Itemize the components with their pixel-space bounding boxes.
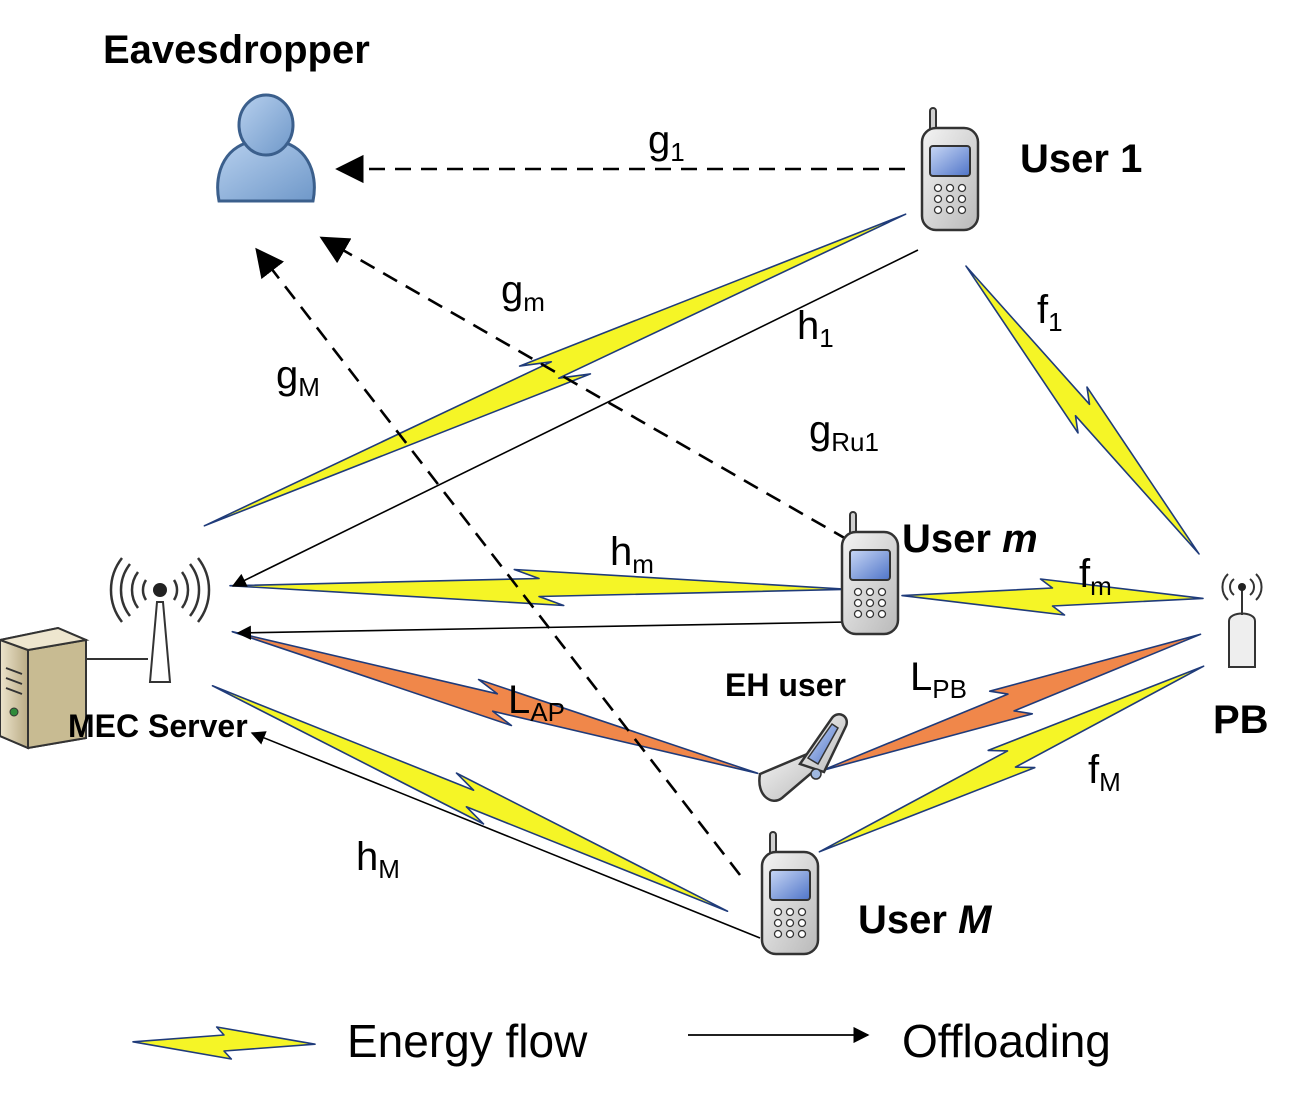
channel-label-g1: g1: [648, 118, 685, 167]
channel-label-f1: f1: [1037, 288, 1063, 337]
channel-labels: g1 gm gM gRu1 h1 hm hM f1 fm fM LAP LPB: [276, 118, 1121, 884]
eavesdropper-label: Eavesdropper: [103, 28, 370, 72]
antenna-icon: [109, 557, 211, 683]
energy-bolt-ap-to-eh: [231, 630, 759, 775]
userM-label: User M: [858, 898, 993, 942]
legend-energy-bolt-shape: [132, 1026, 316, 1060]
eh-user-label: EH user: [725, 667, 846, 703]
energy-bolt-user1-to-ap: [203, 213, 907, 527]
channel-label-gRu1: gRu1: [809, 408, 879, 457]
mobile-phone-icon: [840, 511, 900, 636]
energy-bolt-userm-to-ap: [229, 568, 849, 607]
offloading-links: [231, 249, 919, 939]
energy-flow-links: [203, 213, 1205, 912]
energy-bolt-userm-to-pb: [901, 578, 1204, 616]
energy-bolt-userM-to-ap: [211, 685, 729, 912]
channel-label-fm: fm: [1079, 552, 1112, 601]
channel-label-fM: fM: [1088, 748, 1121, 797]
channel-label-LPB: LPB: [910, 655, 967, 704]
offload-arrow-userm: [236, 621, 849, 640]
power-beacon-icon: [1221, 573, 1263, 668]
legend: Energy flow Offloading: [132, 1015, 1111, 1067]
flip-phone-icon: [758, 713, 849, 802]
eavesdropping-links: [255, 154, 905, 876]
channel-label-gM: gM: [276, 353, 320, 402]
energy-bolt-userM-to-pb: [818, 665, 1205, 853]
energy-bolt-user1-to-pb: [965, 265, 1200, 555]
channel-label-gm: gm: [501, 268, 545, 317]
offload-arrow-userM: [250, 731, 761, 939]
mobile-phone-icon: [760, 831, 820, 956]
user1-label: User 1: [1020, 137, 1142, 181]
channel-label-h1: h1: [797, 304, 834, 353]
mobile-phone-icon: [920, 107, 980, 232]
channel-label-hm: hm: [610, 530, 654, 579]
channel-label-LAP: LAP: [508, 678, 565, 727]
userm-label: User m: [902, 517, 1038, 561]
eavesdrop-link-userM: [255, 247, 742, 876]
server-icon: [0, 626, 90, 750]
mec-server-label: MEC Server: [68, 708, 248, 744]
legend-energy-flow-swatch: [132, 1026, 316, 1060]
person-icon: [216, 93, 316, 203]
offload-arrow-user1: [231, 249, 919, 587]
energy-bolt-pb-to-eh: [820, 633, 1202, 772]
channel-label-hM: hM: [356, 835, 400, 884]
eavesdrop-link-userm: [319, 236, 849, 542]
pb-label: PB: [1213, 698, 1269, 742]
legend-offloading-label: Offloading: [902, 1015, 1111, 1067]
legend-energy-flow-label: Energy flow: [347, 1015, 588, 1067]
